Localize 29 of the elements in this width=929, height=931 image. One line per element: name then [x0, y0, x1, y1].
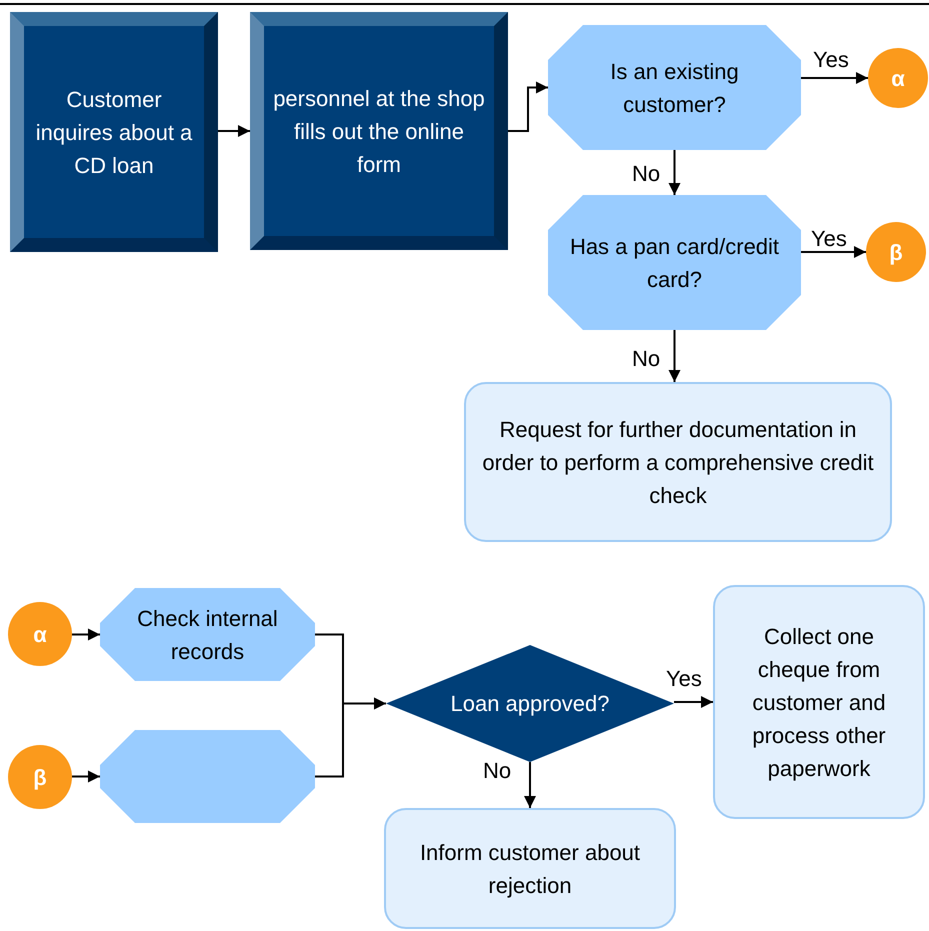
process-box: [384, 808, 676, 929]
node-text: β: [33, 764, 47, 792]
arrow: [72, 628, 100, 640]
arrow: [668, 330, 680, 382]
process-box: [464, 382, 892, 542]
node-text: Has a pan card/credit card?: [568, 232, 780, 294]
node-text: personnel at the shop fills out the online form: [272, 84, 486, 178]
arrow: [218, 125, 250, 137]
arrow: [508, 82, 548, 132]
process-box: [10, 12, 218, 252]
process-box: [713, 585, 925, 819]
arrow: [72, 770, 100, 782]
arrow: [668, 150, 680, 195]
node-text: α: [891, 64, 905, 92]
arrow: [524, 762, 536, 808]
node-text: Collect one cheque from customer and process other paperwork: [751, 622, 887, 783]
node-text: Loan approved?: [450, 690, 610, 718]
arrow: [315, 698, 386, 778]
process-box: [250, 12, 508, 250]
node-text: Inform customer about rejection: [418, 838, 642, 900]
node-text: Request for further documentation in order to perform a comprehensive credit check: [481, 416, 875, 510]
node-text: Check internal records: [136, 604, 279, 666]
node-text: α: [33, 620, 47, 648]
arrow: [674, 696, 713, 708]
arrow: [801, 246, 866, 258]
node-text: β: [889, 238, 903, 267]
node-text: Is an existing customer?: [609, 58, 740, 118]
node-text: Customer inquires about a CD loan: [34, 86, 194, 180]
arrow: [801, 72, 868, 84]
